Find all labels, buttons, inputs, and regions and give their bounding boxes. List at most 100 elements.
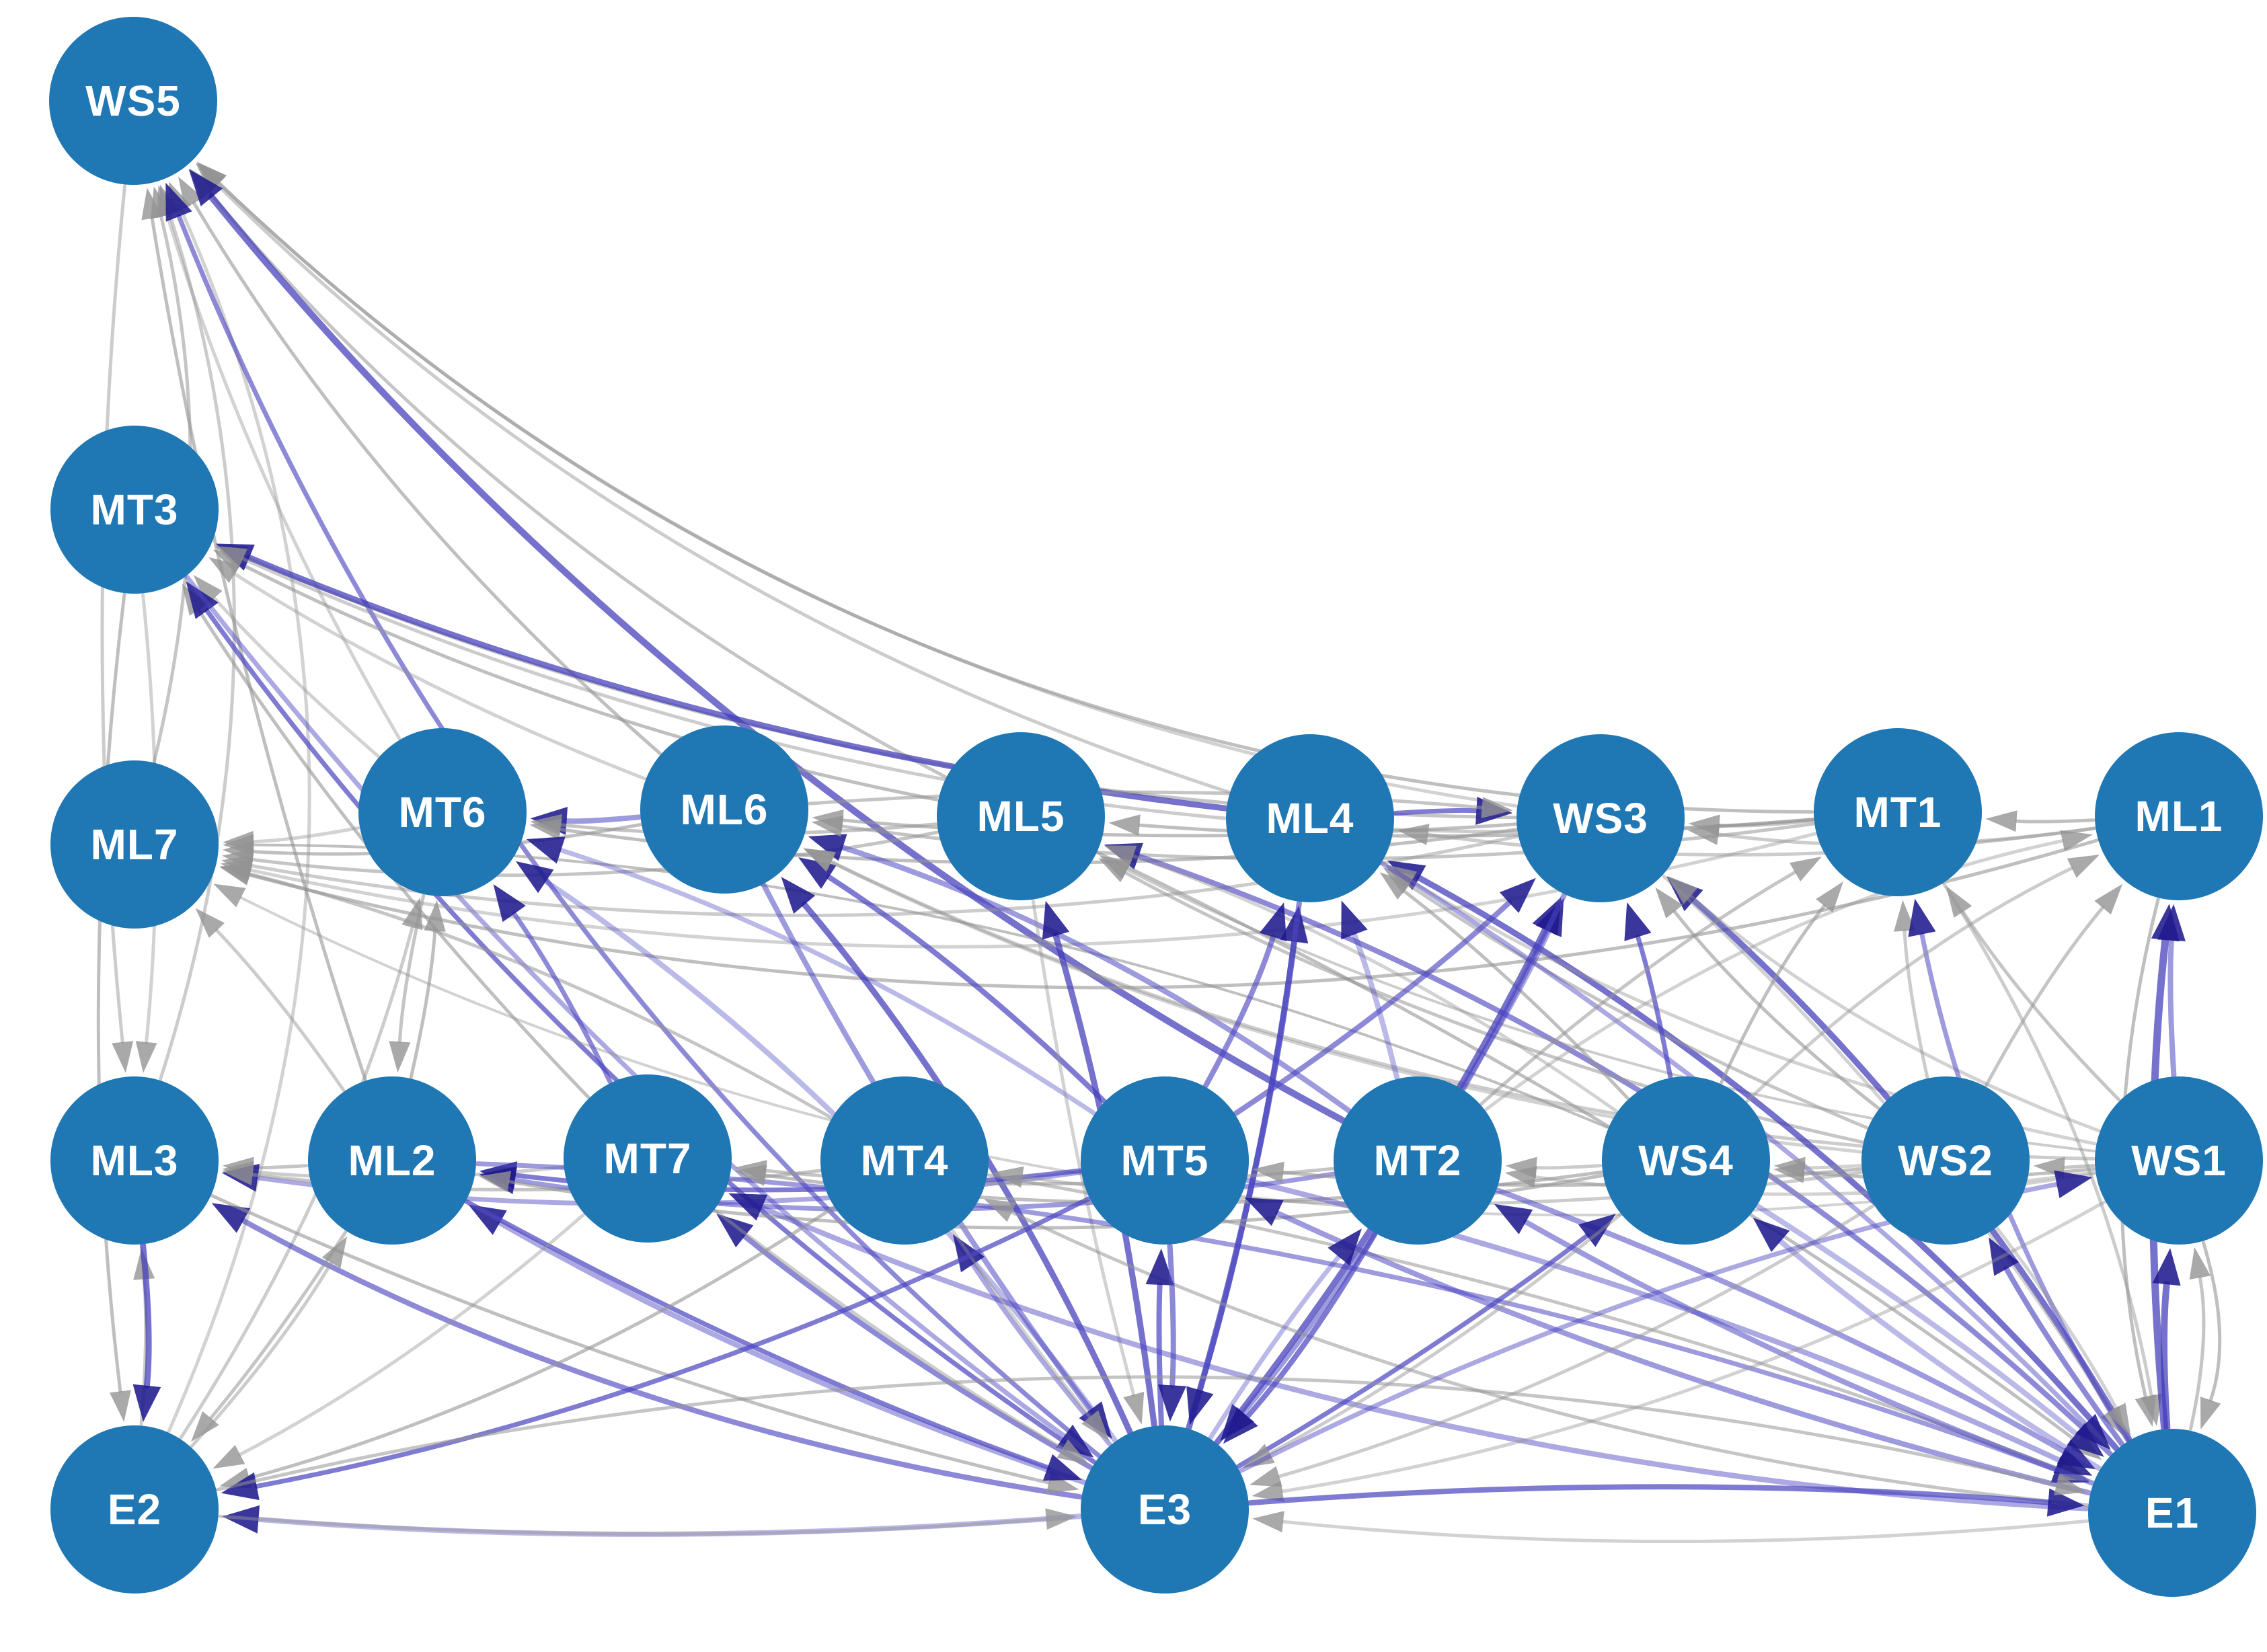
edge-WS4-ML1	[1745, 855, 2100, 1103]
edge-line	[1203, 934, 1276, 1089]
arrowhead-icon	[222, 1505, 260, 1534]
node-circle[interactable]	[937, 732, 1105, 900]
node-MT5[interactable]: MT5	[1081, 1076, 1249, 1245]
node-WS5[interactable]: WS5	[49, 17, 217, 185]
edge-MT2-ML1	[1484, 830, 2093, 1111]
node-circle[interactable]	[49, 17, 217, 185]
node-WS1[interactable]: WS1	[2095, 1076, 2263, 1245]
node-MT6[interactable]: MT6	[358, 728, 527, 896]
node-circle[interactable]	[1081, 1425, 1249, 1594]
arrowhead-icon	[1223, 1407, 1258, 1444]
arrowhead-icon	[211, 1203, 251, 1233]
node-ML7[interactable]: ML7	[50, 760, 219, 929]
edge-line	[1156, 1282, 1164, 1427]
node-circle[interactable]	[1226, 734, 1394, 902]
edge-line	[208, 1230, 348, 1420]
node-circle[interactable]	[50, 426, 219, 594]
node-ML2[interactable]: ML2	[308, 1076, 476, 1245]
node-circle[interactable]	[2088, 1429, 2256, 1597]
node-E3[interactable]: E3	[1081, 1425, 1249, 1594]
node-circle[interactable]	[640, 725, 808, 894]
node-circle[interactable]	[1602, 1076, 1770, 1245]
node-label: MT7	[604, 1134, 692, 1183]
arrowhead-icon	[2075, 1413, 2111, 1450]
arrowhead-icon	[984, 1198, 1017, 1222]
node-circle[interactable]	[564, 1074, 732, 1243]
arrowhead-icon	[191, 1411, 219, 1442]
arrowhead-icon	[1655, 887, 1683, 918]
arrowhead-icon	[2135, 1394, 2156, 1427]
node-ML1[interactable]: ML1	[2095, 732, 2263, 900]
edge-ML1-MT1	[1985, 810, 2096, 832]
node-circle[interactable]	[2095, 732, 2263, 900]
arrowhead-icon	[110, 1390, 131, 1422]
node-circle[interactable]	[1814, 728, 1982, 896]
node-circle[interactable]	[50, 760, 219, 929]
node-circle[interactable]	[820, 1076, 989, 1245]
node-circle[interactable]	[308, 1076, 476, 1245]
node-circle[interactable]	[1861, 1076, 2030, 1245]
edge-E3-WS4	[1236, 1214, 1616, 1469]
node-label: ML3	[91, 1136, 179, 1185]
arrowhead-icon	[1499, 877, 1536, 913]
edge-line	[2188, 1275, 2206, 1431]
arrowhead-icon	[1989, 1237, 2019, 1276]
node-E2[interactable]: E2	[50, 1425, 219, 1594]
edge-line	[140, 1242, 152, 1389]
edge-line	[240, 1218, 1083, 1500]
node-MT2[interactable]: MT2	[1334, 1076, 1502, 1245]
node-circle[interactable]	[50, 1076, 219, 1245]
node-circle[interactable]	[2095, 1076, 2263, 1245]
node-circle[interactable]	[1081, 1076, 1249, 1245]
edge-line	[2003, 1266, 2124, 1447]
node-MT4[interactable]: MT4	[820, 1076, 989, 1245]
node-label: WS4	[1638, 1136, 1734, 1185]
node-WS3[interactable]: WS3	[1516, 734, 1685, 902]
arrowhead-icon	[1123, 1392, 1145, 1425]
edge-E3-MT7	[716, 1214, 1093, 1470]
edge-WS4-E1	[1755, 1204, 2104, 1457]
arrowhead-icon	[1946, 886, 1972, 918]
node-E1[interactable]: E1	[2088, 1429, 2256, 1597]
arrowhead-icon	[1244, 1197, 1284, 1226]
edge-E3-MT5	[1145, 1248, 1174, 1427]
node-label: WS5	[85, 77, 181, 125]
node-ML6[interactable]: ML6	[640, 725, 808, 894]
edge-line	[1942, 882, 2153, 1398]
node-ML4[interactable]: ML4	[1226, 734, 1394, 902]
edge-E1-WS1	[2152, 1248, 2181, 1431]
edge-WS4-E3	[1242, 1213, 1622, 1468]
arrowhead-icon	[1042, 900, 1070, 940]
arrowhead-icon	[223, 834, 254, 856]
node-ML5[interactable]: ML5	[937, 732, 1105, 900]
edge-line	[1208, 1254, 1342, 1440]
arrowhead-icon	[1753, 1218, 1790, 1253]
node-circle[interactable]	[1334, 1076, 1502, 1245]
arrowhead-icon	[2157, 904, 2186, 941]
edge-WS2-ML1	[1984, 883, 2123, 1087]
node-circle[interactable]	[1516, 734, 1685, 902]
edge-line	[1995, 1226, 2118, 1410]
node-WS4[interactable]: WS4	[1602, 1076, 1770, 1245]
edge-line	[1961, 910, 2121, 1102]
node-WS2[interactable]: WS2	[1861, 1076, 2030, 1245]
node-circle[interactable]	[50, 1425, 219, 1594]
arrowhead-icon	[1186, 1386, 1214, 1425]
arrowhead-icon	[1056, 1439, 1089, 1464]
node-ML3[interactable]: ML3	[50, 1076, 219, 1245]
edge-line	[217, 181, 1814, 814]
edge-WS4-MT1	[1720, 881, 1844, 1085]
edge-E2-E1	[216, 1375, 2087, 1495]
node-MT3[interactable]: MT3	[50, 426, 219, 594]
arrowhead-icon	[1108, 814, 1141, 836]
node-label: MT4	[861, 1136, 949, 1185]
node-label: ML4	[1266, 794, 1354, 842]
edge-WS2-E1	[1995, 1226, 2131, 1435]
node-MT7[interactable]: MT7	[564, 1074, 732, 1243]
edge-line	[215, 183, 1231, 794]
node-circle[interactable]	[358, 728, 527, 896]
node-MT1[interactable]: MT1	[1814, 728, 1982, 896]
arrowhead-icon	[468, 1204, 507, 1235]
edge-ML2-ML7	[195, 908, 346, 1092]
